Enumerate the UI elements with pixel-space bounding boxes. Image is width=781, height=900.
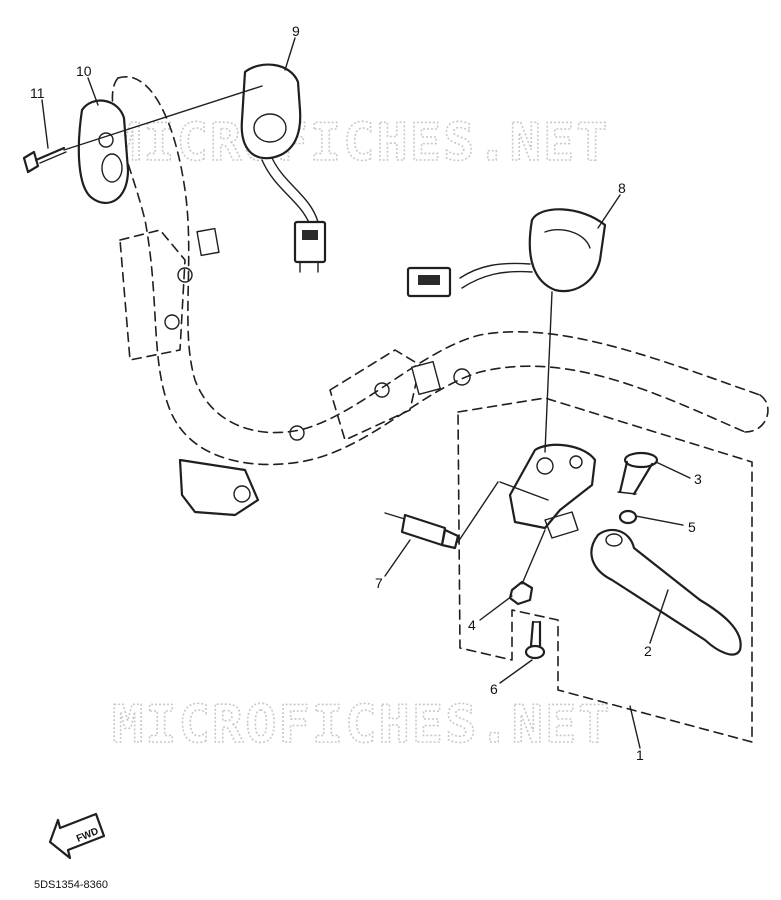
callout-10: 10 [76,63,92,79]
bolt-axis-line [521,529,546,585]
callout-leaders [41,37,691,749]
callout-7: 7 [375,575,383,591]
part-7-plunger-switch [384,481,499,550]
part-3-pivot-bolt [617,451,659,496]
part-4-nut [508,580,534,606]
part-10-switch-lower-half [77,99,130,204]
callout-1: 1 [636,747,644,763]
watermark-bottom: MICROFICHES.NET [112,695,612,755]
switch-axis-line [544,291,553,453]
handlebar-outline [111,75,769,517]
callout-11: 11 [30,85,45,101]
part-11-screw [22,146,67,174]
callout-4: 4 [468,617,476,633]
callout-3: 3 [694,471,702,487]
part-8-switch-assembly [406,208,607,298]
drawing-code: 5DS1354-8360 [34,879,108,891]
forward-arrow-icon: FWD [48,812,106,860]
part-1-lever-holder [499,443,597,539]
callout-2: 2 [644,643,652,659]
callout-8: 8 [618,180,626,196]
assembly-axis-line [63,85,263,151]
callout-6: 6 [490,681,498,697]
assembly-boundary [457,397,753,743]
part-6-bolt [524,620,546,660]
callout-5: 5 [688,519,696,535]
part-2-lever [590,528,742,656]
part-5-collar [618,509,638,525]
watermark-top: MICROFICHES.NET [110,113,610,173]
callout-9: 9 [292,23,300,39]
